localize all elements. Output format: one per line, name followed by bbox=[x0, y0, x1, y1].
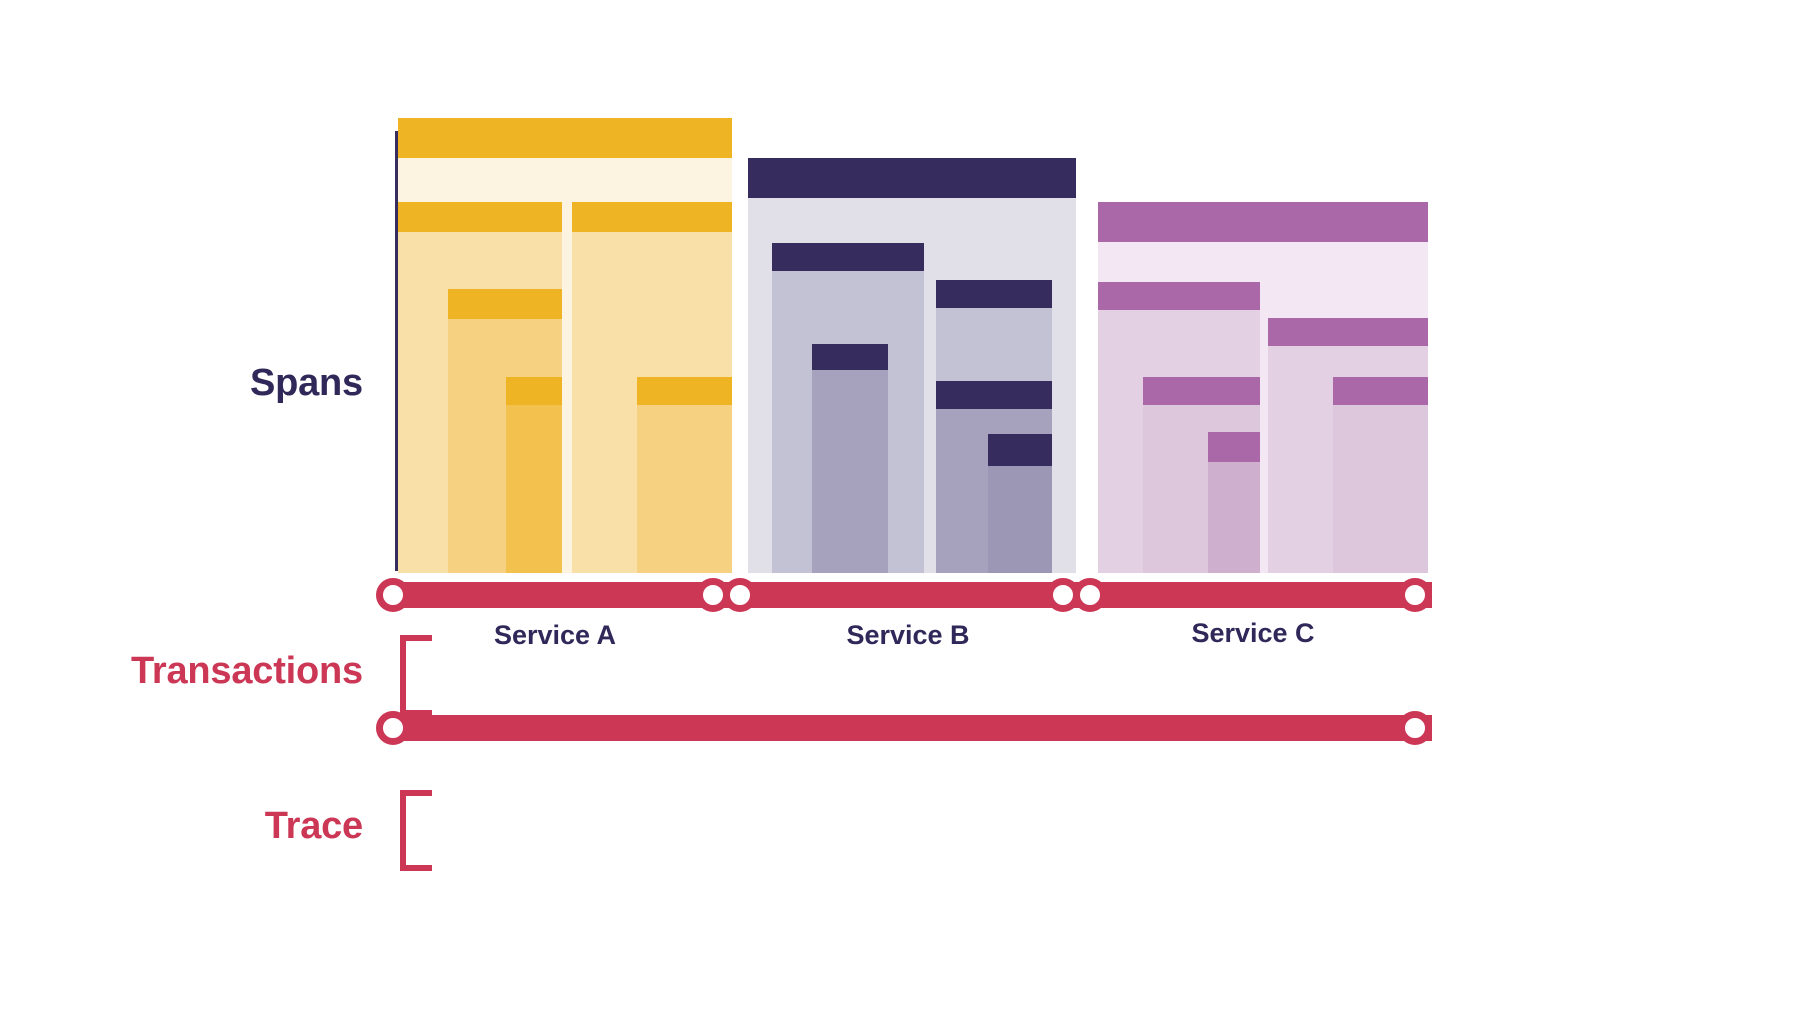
timeline-track bbox=[1090, 582, 1432, 608]
span-bar-cap bbox=[812, 344, 888, 370]
span-bar-body bbox=[1333, 405, 1428, 573]
span-bar-body bbox=[1208, 462, 1260, 573]
service-caption-service-c: Service C bbox=[1191, 618, 1315, 648]
span-bar-body bbox=[637, 405, 732, 573]
timeline-node[interactable] bbox=[723, 578, 757, 612]
span-bar-sibling-span-3[interactable] bbox=[988, 434, 1052, 573]
span-bar-cap bbox=[506, 377, 562, 405]
span-bar-cap bbox=[572, 202, 732, 232]
span-bar-cap bbox=[936, 381, 1052, 409]
span-bar-cap bbox=[988, 434, 1052, 466]
timeline-node[interactable] bbox=[1398, 578, 1432, 612]
timeline-node[interactable] bbox=[376, 578, 410, 612]
span-bar-cap bbox=[637, 377, 732, 405]
timeline-node[interactable] bbox=[1398, 711, 1432, 745]
span-bar-body bbox=[988, 466, 1052, 573]
span-bar-cap bbox=[1098, 202, 1428, 242]
span-bar-sibling-span-2[interactable] bbox=[637, 377, 732, 573]
service-caption-service-b: Service B bbox=[846, 620, 970, 650]
span-bar-cap bbox=[398, 118, 732, 158]
span-bar-cap bbox=[398, 202, 562, 232]
transaction-timeline-service-c[interactable] bbox=[0, 578, 1800, 612]
timeline-track bbox=[393, 715, 1432, 741]
span-bar-child-span-2[interactable] bbox=[812, 344, 888, 573]
trace-timeline-bar[interactable] bbox=[0, 711, 1800, 745]
span-bar-sibling-span-2[interactable] bbox=[1333, 377, 1428, 573]
row-label-spans: Spans bbox=[249, 362, 363, 404]
span-bar-cap bbox=[1208, 432, 1260, 462]
span-bar-cap bbox=[1143, 377, 1260, 405]
timeline-track bbox=[393, 582, 730, 608]
transaction-timeline-service-a[interactable] bbox=[0, 578, 1800, 612]
span-bar-cap bbox=[772, 243, 924, 271]
spans-bar-area bbox=[398, 118, 1428, 573]
span-bar-cap bbox=[1268, 318, 1428, 346]
span-bar-cap bbox=[748, 158, 1076, 198]
service-caption-service-a: Service A bbox=[493, 620, 617, 650]
row-label-transactions: Transactions bbox=[130, 650, 363, 692]
span-bar-cap bbox=[1098, 282, 1260, 310]
span-bar-child-span-3[interactable] bbox=[506, 377, 562, 573]
span-bar-cap bbox=[448, 289, 562, 319]
span-bar-body bbox=[812, 370, 888, 573]
span-bar-cap bbox=[1333, 377, 1428, 405]
timeline-track bbox=[740, 582, 1080, 608]
span-bar-child-span-3[interactable] bbox=[1208, 432, 1260, 573]
bracket-transactions bbox=[400, 635, 432, 716]
timeline-node[interactable] bbox=[1073, 578, 1107, 612]
timeline-node[interactable] bbox=[376, 711, 410, 745]
bracket-trace bbox=[400, 790, 432, 871]
span-bar-cap bbox=[936, 280, 1052, 308]
span-bar-body bbox=[506, 405, 562, 573]
row-label-trace: Trace bbox=[264, 805, 364, 847]
